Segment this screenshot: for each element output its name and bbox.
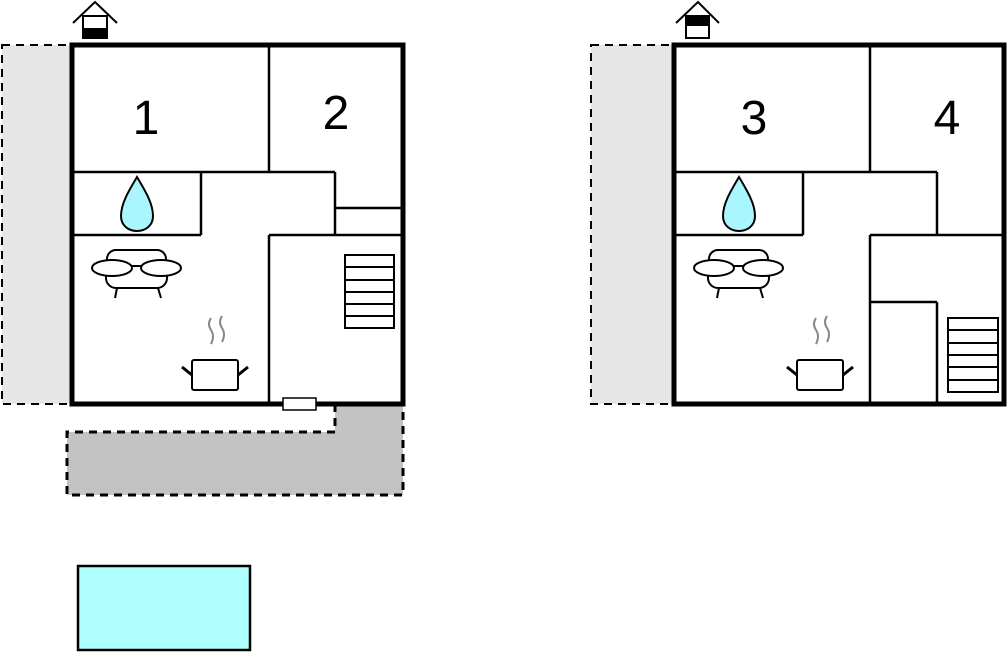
ground-floor-plan: 1 2 (1, 0, 406, 497)
house-level-icon (72, 0, 118, 39)
pool (76, 564, 252, 652)
window-icon (282, 397, 317, 411)
interior-walls (72, 45, 403, 404)
upper-floor-plan: 3 4 (590, 0, 1007, 407)
outer-wall (69, 42, 406, 407)
room-number: 1 (133, 92, 160, 145)
stairs-icon (947, 317, 999, 393)
interior-walls (674, 45, 1004, 404)
room-number: 3 (741, 92, 768, 145)
house-level-icon (675, 0, 720, 39)
stairs-icon (344, 254, 395, 329)
room-number: 4 (934, 92, 961, 145)
terrace-side (590, 44, 675, 405)
room-number: 2 (323, 87, 350, 140)
terrace-side (1, 44, 73, 405)
terrace-bottom (65, 404, 405, 497)
